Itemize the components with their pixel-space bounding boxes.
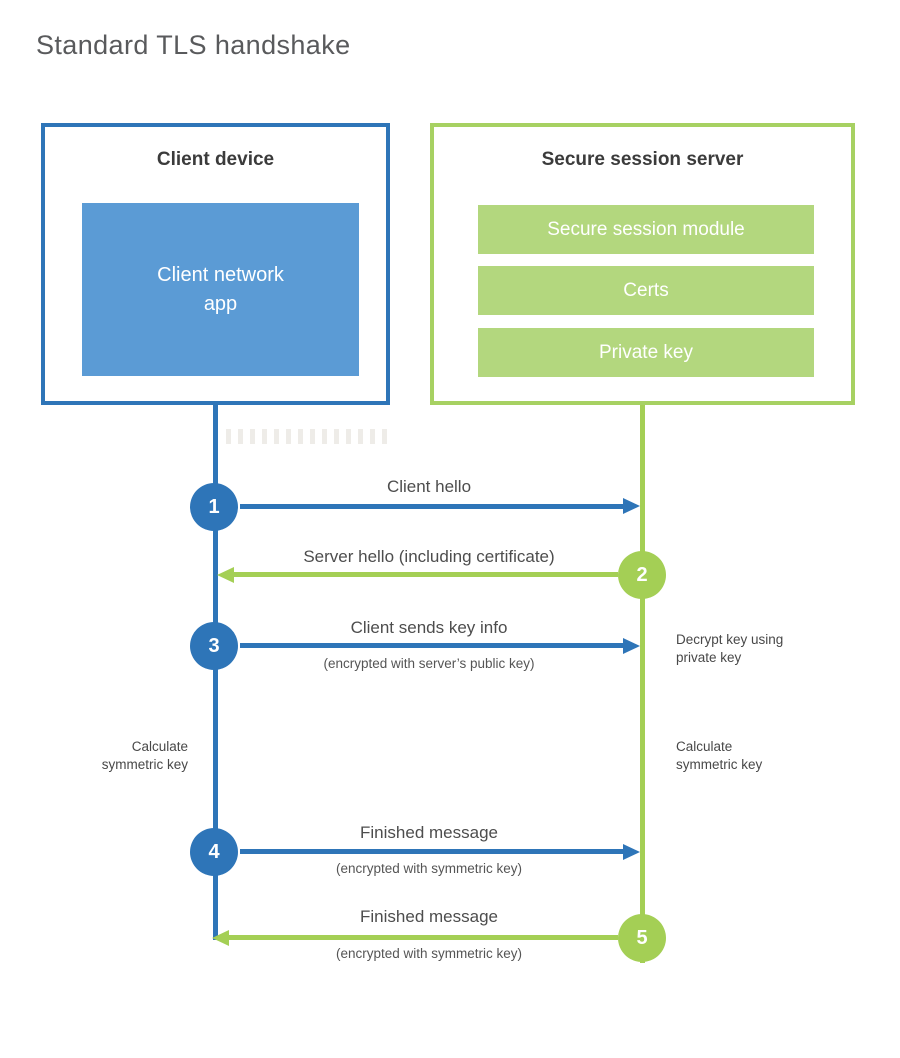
faint-tick-marks [226,429,392,444]
message-5-arrow-line [229,935,618,940]
step-4-badge: 4 [190,828,238,876]
server-module-private-key: Private key [478,328,814,377]
note-decrypt-key: Decrypt key using private key [676,632,784,665]
message-2-arrow-line [234,572,618,577]
client-device-title: Client device [156,149,275,170]
message-1-arrowhead-icon [623,498,640,514]
message-1-label: Client hello [386,477,472,496]
server-module-label: Private key [599,341,693,363]
message-1-arrow-line [240,504,625,509]
message-5-sublabel: (encrypted with symmetric key) [335,946,523,961]
message-5-arrowhead-icon [212,930,229,946]
server-module-secure-session: Secure session module [478,205,814,254]
secure-session-server-box: Secure session server Secure session mod… [430,123,855,405]
message-3-label: Client sends key info [350,618,508,637]
message-3-arrow-line [240,643,623,648]
step-3-badge: 3 [190,622,238,670]
server-module-certs: Certs [478,266,814,315]
note-calculate-symmetric-key-client: Calculate symmetric key [101,739,188,772]
step-1-badge: 1 [190,483,238,531]
client-network-app-label: Client network app [157,263,284,315]
message-5-label: Finished message [360,907,498,926]
message-4-arrow-line [240,849,623,854]
step-number: 3 [208,634,220,657]
client-device-box: Client device Client network app [41,123,390,405]
step-number: 5 [636,926,648,949]
step-number: 2 [636,563,648,586]
step-5-badge: 5 [618,914,666,962]
message-4-arrowhead-icon [623,844,640,860]
message-2-arrowhead-icon [217,567,234,583]
note-calculate-symmetric-key-server: Calculate symmetric key [676,739,763,772]
client-lifeline [213,405,218,940]
secure-session-server-title: Secure session server [541,149,744,170]
server-module-label: Certs [623,279,669,301]
message-4-sublabel: (encrypted with symmetric key) [335,861,523,876]
step-number: 1 [208,495,220,518]
page-title: Standard TLS handshake [36,30,351,60]
message-2-label: Server hello (including certificate) [303,547,555,566]
message-3-sublabel: (encrypted with server’s public key) [323,656,535,671]
server-lifeline [640,405,645,963]
message-4-label: Finished message [360,823,498,842]
step-2-badge: 2 [618,551,666,599]
step-number: 4 [208,840,220,863]
message-3-arrowhead-icon [623,638,640,654]
server-module-label: Secure session module [547,218,745,240]
client-network-app-box: Client network app [82,203,359,376]
